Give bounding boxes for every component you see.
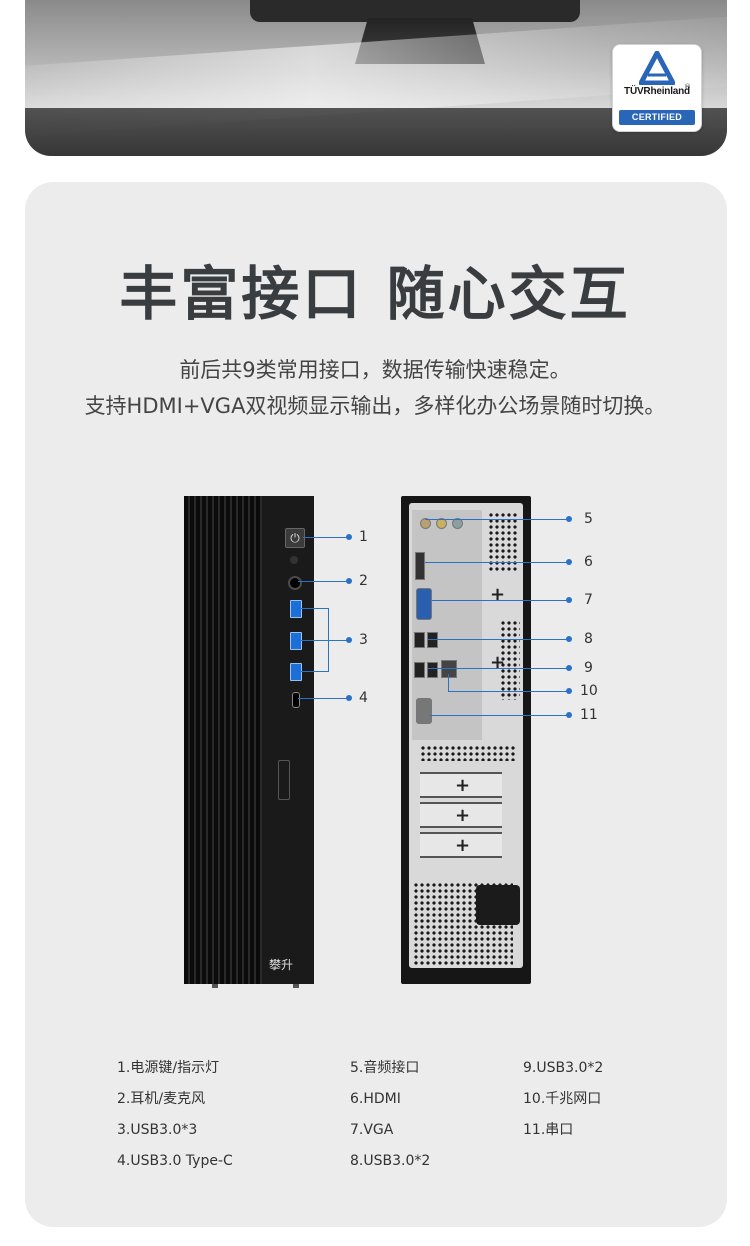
monitor-stand-base [250, 0, 580, 22]
callout-line [298, 698, 349, 699]
callout-2: 2 [359, 573, 368, 589]
power-button-icon: ⏻ [285, 528, 305, 548]
expansion-slot [420, 802, 502, 828]
front-usb-port [290, 600, 302, 618]
callout-4: 4 [359, 690, 368, 706]
callout-line [448, 691, 569, 692]
cert-brand-name: TÜVRheinland [624, 86, 690, 97]
rear-usb-port [414, 662, 425, 678]
registered-mark: ® [684, 83, 691, 91]
callout-line [303, 537, 349, 538]
legend-item: 10.千兆网口 [523, 1091, 602, 1107]
rear-usb-port [414, 632, 425, 648]
front-io-panel [262, 496, 314, 984]
hdmi-port [415, 552, 425, 580]
power-socket [476, 885, 520, 925]
legend-item: 8.USB3.0*2 [350, 1153, 431, 1169]
callout-dot [566, 636, 572, 642]
callout-line [428, 639, 569, 640]
callout-dot [566, 516, 572, 522]
front-usb-port [290, 632, 302, 650]
audio-jack-in [452, 518, 463, 529]
callout-10: 10 [580, 683, 598, 699]
page-title: 丰富接口 随心交互 [119, 260, 631, 328]
screw-icon: + [490, 652, 506, 673]
callout-dot [346, 695, 352, 701]
brand-logo-text: 攀升 [269, 958, 294, 972]
callout-1: 1 [359, 529, 368, 545]
headphone-jack [288, 576, 302, 590]
screw-icon: + [455, 805, 471, 826]
callout-11: 11 [580, 707, 598, 723]
legend-item: 3.USB3.0*3 [117, 1122, 198, 1138]
callout-7: 7 [584, 592, 593, 608]
callout-6: 6 [584, 554, 593, 570]
callout-line [428, 668, 569, 669]
callout-line [300, 671, 328, 672]
callout-line [425, 562, 569, 563]
rear-vent [488, 512, 518, 572]
callout-5: 5 [584, 511, 593, 527]
subtitle-line-2: 支持HDMI+VGA双视频显示输出，多样化办公场景随时切换。 [84, 394, 666, 418]
legend-item: 5.音频接口 [350, 1060, 420, 1076]
pc-foot [293, 984, 299, 988]
callout-line [432, 600, 569, 601]
cert-label: CERTIFIED [619, 110, 695, 125]
callout-dot [346, 534, 352, 540]
callout-dot [566, 597, 572, 603]
desk-shadow [25, 108, 727, 156]
callout-line [298, 581, 349, 582]
serial-port [416, 698, 432, 724]
legend-item: 7.VGA [350, 1122, 394, 1138]
callout-dot [346, 637, 352, 643]
expansion-slot [420, 832, 502, 858]
callout-line [300, 640, 349, 641]
legend-item: 2.耳机/麦克风 [117, 1091, 206, 1107]
indicator-led [290, 556, 298, 564]
rear-vent [500, 620, 520, 700]
pc-foot [212, 984, 218, 988]
legend-item: 1.电源键/指示灯 [117, 1060, 220, 1076]
callout-line [425, 519, 569, 520]
front-usb-c-port [292, 692, 300, 708]
brand-logo: 攀升 [269, 956, 293, 973]
subtitle-line-1: 前后共9类常用接口，数据传输快速稳定。 [179, 358, 571, 382]
vga-port [416, 588, 432, 620]
screw-icon: + [490, 584, 506, 605]
screw-icon: + [455, 835, 471, 856]
screw-icon: + [455, 775, 471, 796]
audio-jack-mic [420, 518, 431, 529]
legend-item: 6.HDMI [350, 1091, 401, 1107]
callout-bracket [328, 608, 329, 672]
callout-dot [566, 559, 572, 565]
callout-3: 3 [359, 632, 368, 648]
tuv-rheinland-certification-badge: ® TÜVRheinland CERTIFIED [612, 44, 702, 132]
callout-dot [566, 712, 572, 718]
front-vent-fins [184, 496, 262, 984]
callout-dot [566, 688, 572, 694]
expansion-slot [420, 772, 502, 798]
callout-line [300, 608, 328, 609]
rear-usb-port [427, 662, 438, 678]
callout-line [430, 715, 569, 716]
tuv-triangle-icon [639, 51, 675, 85]
callout-9: 9 [584, 660, 593, 676]
rear-vent [420, 745, 516, 761]
front-usb-port [290, 663, 302, 681]
audio-jack-out [436, 518, 447, 529]
interfaces-card [25, 182, 727, 1227]
legend-item: 4.USB3.0 Type-C [117, 1153, 233, 1169]
top-banner-photo [25, 0, 727, 156]
legend-item: 9.USB3.0*2 [523, 1060, 604, 1076]
pc-front-view [184, 496, 314, 984]
callout-line [448, 674, 449, 691]
callout-8: 8 [584, 631, 593, 647]
card-reader-slot [278, 760, 290, 800]
ethernet-port [441, 660, 457, 678]
rear-usb-port [427, 632, 438, 648]
callout-dot [566, 665, 572, 671]
callout-dot [346, 578, 352, 584]
legend-item: 11.串口 [523, 1122, 574, 1138]
